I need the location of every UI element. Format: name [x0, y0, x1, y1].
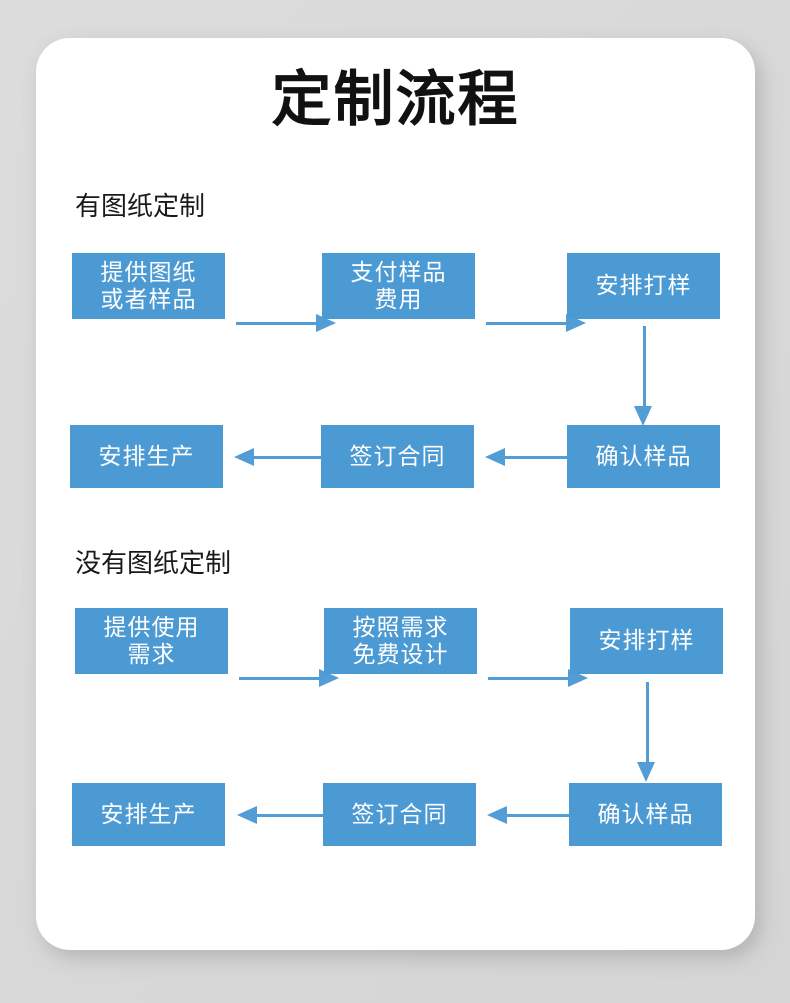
node-line: 确认样品: [597, 800, 694, 827]
node-line: 安排打样: [598, 627, 695, 654]
node-pay-sample-fee[interactable]: 支付样品 费用: [322, 253, 475, 319]
arrow-shaft: [503, 814, 587, 817]
node-confirm-sample[interactable]: 确认样品: [567, 425, 720, 488]
node-provide-drawings-or-sample[interactable]: 提供图纸 或者样品: [72, 253, 225, 319]
arrow-head: [485, 448, 505, 466]
node-line: 安排生产: [100, 800, 197, 827]
arrow-shaft: [486, 322, 570, 325]
arrow-left-icon: [234, 446, 334, 468]
arrow-head: [487, 806, 507, 824]
arrow-shaft: [239, 677, 323, 680]
node-line: 免费设计: [352, 641, 449, 667]
node-free-design-per-requirements[interactable]: 按照需求 免费设计: [324, 608, 477, 674]
node-arrange-production[interactable]: 安排生产: [70, 425, 223, 488]
arrow-head: [637, 762, 655, 782]
node-line: 提供使用: [103, 613, 200, 640]
arrow-left-icon: [237, 804, 337, 826]
node-line: 确认样品: [595, 442, 692, 469]
arrow-down-icon: [636, 682, 658, 782]
node-line: 费用: [374, 286, 423, 312]
node-line: 安排打样: [595, 272, 692, 299]
node-line: 签订合同: [349, 442, 446, 469]
node-arrange-proofing-2[interactable]: 安排打样: [570, 608, 723, 674]
node-sign-contract-2[interactable]: 签订合同: [323, 783, 476, 846]
arrow-shaft: [488, 677, 572, 680]
arrow-shaft: [643, 326, 646, 410]
flowchart-card: 定制流程 有图纸定制 提供图纸 或者样品 支付样品 费用 安排打样 安排生产: [36, 38, 755, 950]
arrow-shaft: [250, 456, 334, 459]
node-sign-contract[interactable]: 签订合同: [321, 425, 474, 488]
arrow-head: [634, 406, 652, 426]
node-arrange-production-2[interactable]: 安排生产: [72, 783, 225, 846]
node-confirm-sample-2[interactable]: 确认样品: [569, 783, 722, 846]
arrow-right-icon: [236, 312, 336, 334]
section-label-without-drawings: 没有图纸定制: [75, 548, 232, 578]
node-line: 按照需求: [352, 613, 449, 640]
arrow-head: [234, 448, 254, 466]
arrow-down-icon: [633, 326, 655, 426]
arrow-shaft: [253, 814, 337, 817]
page-title: 定制流程: [271, 66, 520, 133]
arrow-shaft: [646, 682, 649, 766]
arrow-left-icon: [485, 446, 585, 468]
arrow-head: [237, 806, 257, 824]
node-line: 签订合同: [351, 800, 448, 827]
node-arrange-proofing[interactable]: 安排打样: [567, 253, 720, 319]
arrow-left-icon: [487, 804, 587, 826]
arrow-shaft: [236, 322, 320, 325]
section-label-with-drawings: 有图纸定制: [75, 191, 206, 221]
node-line: 安排生产: [98, 442, 195, 469]
node-line: 提供图纸: [100, 258, 197, 285]
node-provide-usage-requirements[interactable]: 提供使用 需求: [75, 608, 228, 674]
arrow-shaft: [501, 456, 585, 459]
node-line: 或者样品: [100, 286, 197, 312]
node-line: 支付样品: [350, 258, 447, 285]
node-line: 需求: [127, 641, 176, 667]
